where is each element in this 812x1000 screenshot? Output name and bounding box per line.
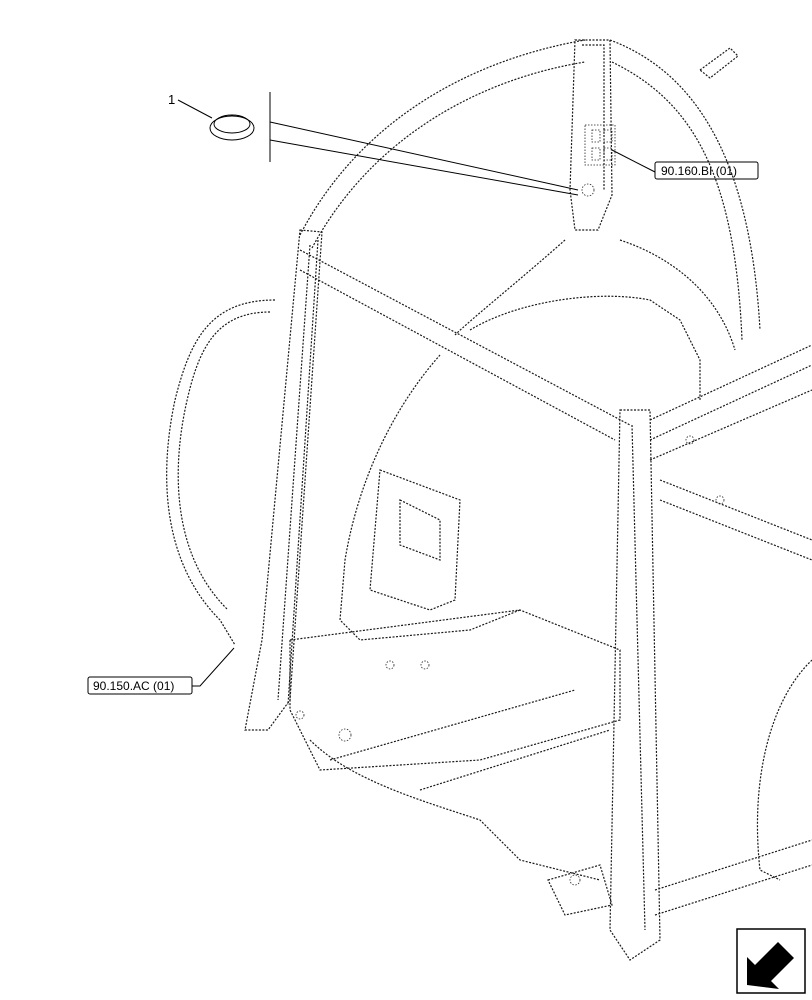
next-page-arrow-icon[interactable]: [736, 928, 806, 994]
reference-floor-label[interactable]: 90.150.AC (01): [93, 679, 174, 693]
installation-leader: [269, 92, 579, 196]
callout-1: 1: [168, 92, 213, 119]
reference-roof-label[interactable]: 90.160.BI (01): [661, 164, 737, 178]
reference-floor[interactable]: 90.150.AC (01): [87, 647, 235, 695]
part-1-grommet: [209, 114, 255, 141]
cab-frame-drawing: [166, 39, 812, 961]
callout-1-label: 1: [168, 92, 175, 107]
reference-roof[interactable]: 90.160.BI (01): [611, 149, 759, 180]
